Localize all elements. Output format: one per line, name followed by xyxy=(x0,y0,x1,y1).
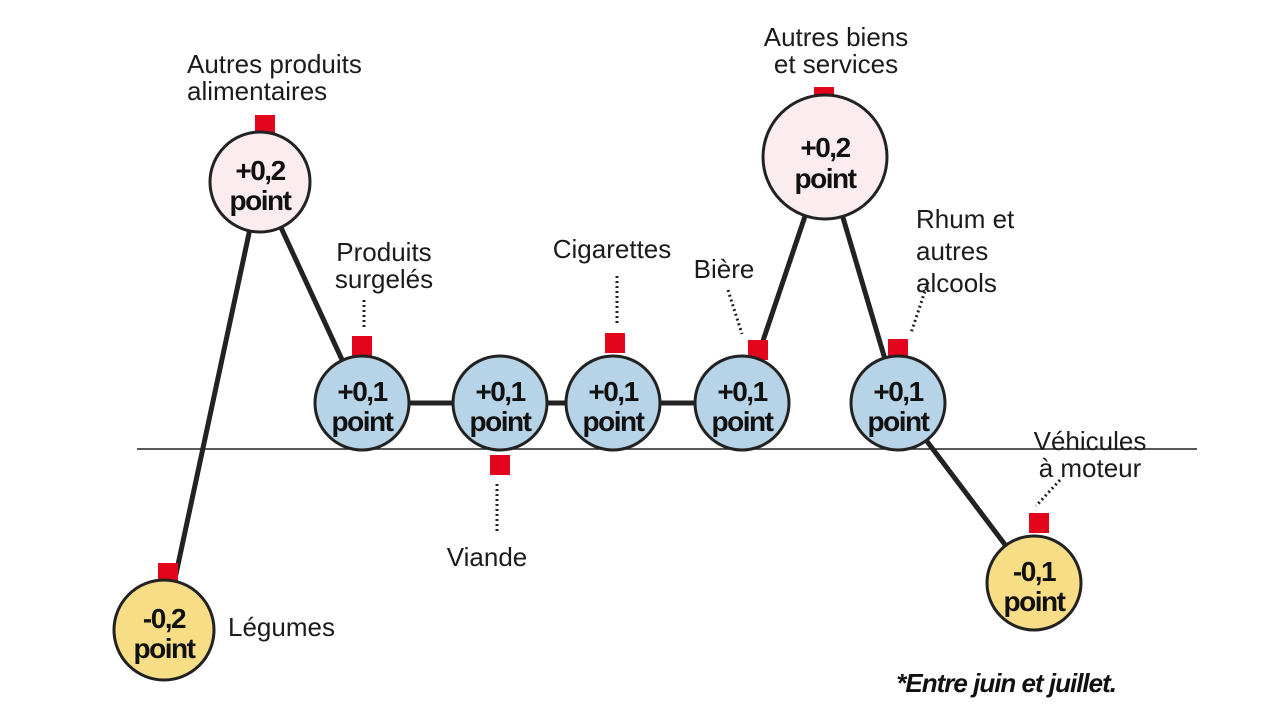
bubble-circle xyxy=(693,354,791,452)
bubble-circle xyxy=(112,578,216,682)
category-label-line: alimentaires xyxy=(187,76,327,106)
leader-dots xyxy=(726,289,744,335)
category-label-line: Cigarettes xyxy=(553,234,672,264)
bubble-circle xyxy=(313,354,411,452)
bubble-value: +0,1 xyxy=(873,376,923,407)
bubble-unit: point xyxy=(583,406,645,437)
red-marker xyxy=(1029,513,1049,533)
bubble-value: +0,1 xyxy=(588,376,638,407)
red-marker xyxy=(748,340,768,360)
bubble-unit: point xyxy=(332,406,394,437)
category-label-line: Viande xyxy=(447,542,528,572)
category-label-line: alcools xyxy=(916,268,997,298)
red-marker xyxy=(605,333,625,353)
leader-dots xyxy=(1034,478,1062,508)
red-marker xyxy=(888,339,908,359)
bubble-circle xyxy=(564,354,662,452)
red-marker xyxy=(490,455,510,475)
category-label-line: Autres biens xyxy=(764,22,909,52)
category-label: Légumes xyxy=(228,612,335,642)
bubble-circle xyxy=(451,354,549,452)
category-label-line: Autres produits xyxy=(187,49,362,79)
bubble-unit: point xyxy=(470,406,532,437)
category-label: Viande xyxy=(447,542,528,572)
category-label-line: Bière xyxy=(694,254,755,284)
category-label-line: surgelés xyxy=(335,264,433,294)
bubble-value: +0,1 xyxy=(717,376,767,407)
bubble-circle xyxy=(761,93,889,221)
category-label-line: autres xyxy=(916,236,988,266)
category-label: Cigarettes xyxy=(553,234,672,264)
bubble-value: -0,1 xyxy=(1013,556,1056,587)
bubble-value: +0,2 xyxy=(235,155,285,186)
bubble-circle xyxy=(208,130,312,234)
bubble-value: +0,1 xyxy=(475,376,525,407)
bubble-circle xyxy=(849,354,947,452)
category-label-line: Véhicules xyxy=(1034,426,1147,456)
footnote: *Entre juin et juillet. xyxy=(896,668,1116,698)
red-marker xyxy=(255,115,275,135)
bubble-unit: point xyxy=(868,406,930,437)
category-label: Bière xyxy=(694,254,755,284)
category-label-line: à moteur xyxy=(1039,453,1142,483)
bubble-circle xyxy=(985,534,1083,632)
category-label-line: Produits xyxy=(336,237,431,267)
bubble-value: +0,1 xyxy=(337,376,387,407)
leader-dots xyxy=(909,281,930,334)
bubble-unit: point xyxy=(134,633,196,664)
bubble-unit: point xyxy=(795,163,857,194)
category-label-line: Rhum et xyxy=(916,204,1015,234)
red-marker xyxy=(352,336,372,356)
bubble-value: -0,2 xyxy=(143,603,186,634)
category-label-line: et services xyxy=(774,49,898,79)
bubble-value: +0,2 xyxy=(800,132,850,163)
bubble-unit: point xyxy=(230,185,292,216)
bubble-unit: point xyxy=(712,406,774,437)
red-marker xyxy=(158,563,178,583)
bubble-unit: point xyxy=(1004,586,1066,617)
category-label-line: Légumes xyxy=(228,612,335,642)
